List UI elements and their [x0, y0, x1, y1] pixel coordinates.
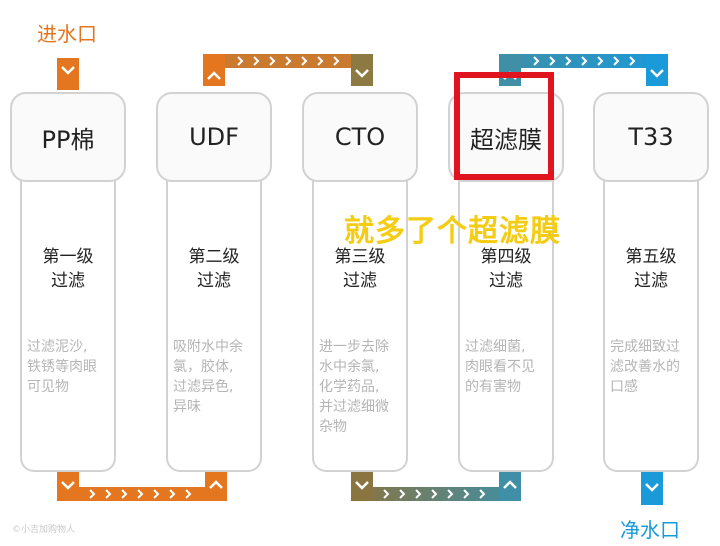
desc-line: 杂物 [319, 419, 347, 435]
watermark: ©小吉加购物人 [12, 525, 76, 535]
filter-card-t33: T33 第五级 过滤 完成细致过 滤改善水的 口感 [593, 92, 709, 472]
stage-line1: 第二级 [188, 247, 240, 267]
desc-line: 氯，胶体, [173, 359, 234, 375]
filter-description: 完成细致过 滤改善水的 口感 [610, 337, 680, 397]
filter-description: 进一步去除 水中余氯, 化学药品, 并过滤细微 杂物 [319, 337, 389, 437]
filter-body [458, 180, 554, 472]
desc-line: 并过滤细微 [319, 399, 389, 415]
filter-name: CTO [302, 92, 418, 182]
filter-description: 吸附水中余 氯，胶体, 过滤异色, 异味 [173, 337, 243, 417]
stage-line2: 过滤 [343, 271, 377, 291]
stage-line1: 第五级 [625, 247, 677, 267]
desc-line: 的有害物 [465, 379, 521, 395]
stage-line1: 第四级 [480, 247, 532, 267]
filter-name: PP棉 [10, 92, 126, 182]
annotation-text: 就多了个超滤膜 [344, 214, 561, 249]
desc-line: 进一步去除 [319, 339, 389, 355]
connector-stage2-to-stage3 [203, 54, 373, 86]
desc-line: 异味 [173, 399, 201, 415]
stage-line1: 第三级 [334, 247, 386, 267]
filter-name: T33 [593, 92, 709, 182]
desc-line: 肉眼看不见 [465, 359, 535, 375]
connector-stage4-to-stage5 [499, 54, 668, 86]
desc-line: 吸附水中余 [173, 339, 243, 355]
filter-name: 超滤膜 [448, 92, 564, 182]
filter-body [603, 180, 699, 472]
filter-card-pp: PP棉 第一级 过滤 过滤泥沙, 铁锈等肉眼 可见物 [10, 92, 126, 472]
filter-card-uf-membrane: 超滤膜 第四级 过滤 过滤细菌, 肉眼看不见 的有害物 [448, 92, 564, 472]
stage-label: 第四级 过滤 [448, 245, 564, 293]
filter-name: UDF [156, 92, 272, 182]
stage-line2: 过滤 [51, 271, 85, 291]
desc-line: 可见物 [27, 379, 69, 395]
connector-stage1-to-stage2 [57, 472, 227, 501]
outlet-label: 净水口 [620, 518, 680, 542]
desc-line: 水中余氯, [319, 359, 380, 375]
desc-line: 口感 [610, 379, 638, 395]
highlight-box [454, 72, 554, 180]
outlet-pipe [641, 472, 663, 505]
filter-body [166, 180, 262, 472]
desc-line: 过滤异色, [173, 379, 234, 395]
desc-line: 铁锈等肉眼 [27, 359, 97, 375]
inlet-label: 进水口 [37, 22, 97, 46]
filter-card-cto: CTO 第三级 过滤 进一步去除 水中余氯, 化学药品, 并过滤细微 杂物 [302, 92, 418, 472]
filter-description: 过滤泥沙, 铁锈等肉眼 可见物 [27, 337, 97, 397]
stage-line1: 第一级 [42, 247, 94, 267]
inlet-pipe [57, 58, 79, 90]
stage-line2: 过滤 [489, 271, 523, 291]
filter-body [312, 180, 408, 472]
stage-label: 第二级 过滤 [156, 245, 272, 293]
desc-line: 过滤泥沙, [27, 339, 88, 355]
desc-line: 化学药品, [319, 379, 380, 395]
stage-line2: 过滤 [634, 271, 668, 291]
stage-label: 第三级 过滤 [302, 245, 418, 293]
desc-line: 完成细致过 [610, 339, 680, 355]
stage-line2: 过滤 [197, 271, 231, 291]
desc-line: 过滤细菌, [465, 339, 526, 355]
connector-stage3-to-stage4 [351, 472, 521, 501]
stage-label: 第五级 过滤 [593, 245, 709, 293]
filter-card-udf: UDF 第二级 过滤 吸附水中余 氯，胶体, 过滤异色, 异味 [156, 92, 272, 472]
desc-line: 滤改善水的 [610, 359, 680, 375]
filter-body [20, 180, 116, 472]
filter-description: 过滤细菌, 肉眼看不见 的有害物 [465, 337, 535, 397]
stage-label: 第一级 过滤 [10, 245, 126, 293]
